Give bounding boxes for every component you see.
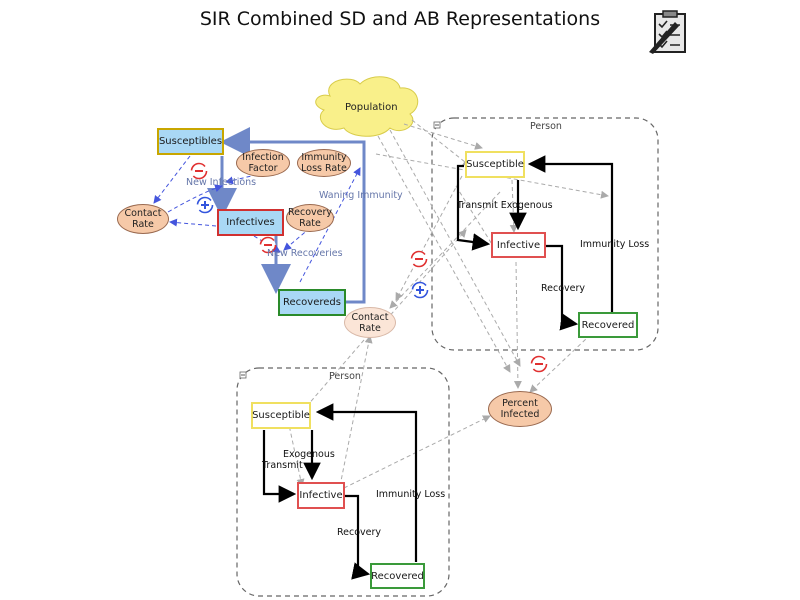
polarity-negative-new-recoveries [259, 236, 277, 254]
population-label: Population [345, 102, 398, 113]
state-susceptible-bottom[interactable]: Susceptible [251, 402, 311, 429]
state-susceptible-top[interactable]: Susceptible [465, 151, 525, 178]
transition-label-exogenous-bottom: Exogenous [283, 449, 335, 460]
transition-label-immunity-loss-top: Immunity Loss [580, 239, 650, 250]
transition-label-immunity-loss-bottom: Immunity Loss [376, 489, 446, 500]
transition-label-recovery-top: Recovery [541, 283, 586, 294]
flow-label-new-infections: New Infections [186, 177, 257, 188]
transition-label-recovery-bottom: Recovery [337, 527, 382, 538]
polarity-negative-cross [410, 250, 428, 268]
flow-label-waning-immunity: Waning Immunity [319, 190, 403, 201]
clipboard-checklist-icon[interactable] [645, 8, 693, 56]
polarity-negative-new-infections [190, 162, 208, 180]
state-infective-bottom[interactable]: Infective [297, 482, 345, 509]
polarity-positive-cross [411, 281, 429, 299]
population-cloud [315, 76, 419, 137]
state-infective-top[interactable]: Infective [491, 232, 546, 258]
transition-label-transmit-bottom: Transmit [262, 460, 303, 471]
ab-bottom-transitions [262, 403, 418, 580]
ab-top-transitions [456, 155, 614, 331]
person-label-top: Person [530, 121, 562, 132]
state-recovered-top[interactable]: Recovered [578, 312, 638, 338]
person-container-top [431, 117, 659, 351]
variable-contact-rate-sd[interactable]: Contact Rate [117, 204, 169, 234]
flow-label-new-recoveries: New Recoveries [267, 248, 343, 259]
sd-flow-pipes [207, 127, 366, 304]
variable-contact-rate-ab[interactable]: Contact Rate [344, 307, 396, 338]
stock-susceptibles[interactable]: Susceptibles [157, 128, 224, 155]
variable-infection-factor[interactable]: Infection Factor [236, 149, 290, 177]
stock-recovereds[interactable]: Recovereds [278, 289, 346, 316]
polarity-negative-percent [530, 355, 548, 373]
diagram-title: SIR Combined SD and AB Representations [199, 8, 601, 30]
variable-percent-infected[interactable]: Percent Infected [488, 391, 552, 427]
transition-label-transmit-exogenous-top: Transmit Exogenous [457, 200, 553, 211]
variable-recovery-rate[interactable]: Recovery Rate [286, 204, 334, 232]
variable-immunity-loss-rate[interactable]: Immunity Loss Rate [297, 149, 351, 177]
stock-infectives[interactable]: Infectives [217, 209, 284, 236]
person-label-bottom: Person [329, 371, 361, 382]
person-container-bottom [236, 367, 450, 597]
state-recovered-bottom[interactable]: Recovered [370, 563, 425, 589]
polarity-positive-sd [196, 196, 214, 214]
